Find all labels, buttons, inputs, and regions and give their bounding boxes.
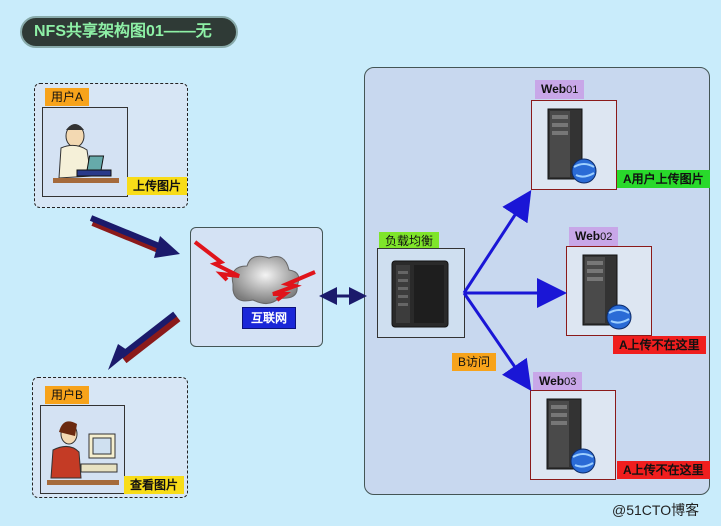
web01-number: 01 — [566, 84, 579, 96]
web03-box — [530, 390, 616, 480]
route-label: B访问 — [452, 353, 497, 371]
web02-status: A上传不在这里 — [613, 336, 706, 354]
web02-server-icon — [582, 254, 632, 330]
user-a-action: 上传图片 — [127, 177, 188, 195]
load-balancer-server-icon — [391, 260, 449, 328]
upload-arrow — [89, 215, 180, 258]
web03-label: Web03 — [533, 372, 583, 391]
web03-server-icon — [546, 398, 596, 474]
cloud-lightning-icon — [193, 240, 316, 304]
internet-label: 互联网 — [242, 307, 297, 329]
person-typing-icon — [43, 108, 127, 196]
web01-name: Web — [541, 82, 567, 96]
user-b-tag: 用户B — [45, 386, 90, 404]
web03-number: 03 — [564, 376, 577, 388]
person-computer-icon — [41, 406, 124, 493]
user-a-picture — [42, 107, 128, 197]
web02-box — [566, 246, 652, 336]
web02-number: 02 — [600, 231, 613, 243]
user-b-picture — [40, 405, 125, 494]
web01-status: A用户上传图片 — [617, 170, 710, 188]
user-b-action: 查看图片 — [124, 476, 185, 494]
web02-name: Web — [575, 229, 601, 243]
web01-label: Web01 — [535, 80, 585, 99]
web03-status: A上传不在这里 — [617, 461, 710, 479]
page-title: NFS共享架构图01——无 — [20, 16, 238, 48]
web01-box — [531, 100, 617, 190]
web01-server-icon — [547, 108, 597, 184]
user-a-tag: 用户A — [45, 88, 90, 106]
load-balancer-box — [377, 248, 465, 338]
internet-panel — [190, 227, 323, 347]
watermark: @51CTO博客 — [612, 502, 700, 518]
load-balancer-label: 负载均衡 — [379, 232, 440, 250]
web03-name: Web — [539, 374, 565, 388]
web02-label: Web02 — [569, 227, 619, 246]
download-arrow — [108, 311, 181, 370]
